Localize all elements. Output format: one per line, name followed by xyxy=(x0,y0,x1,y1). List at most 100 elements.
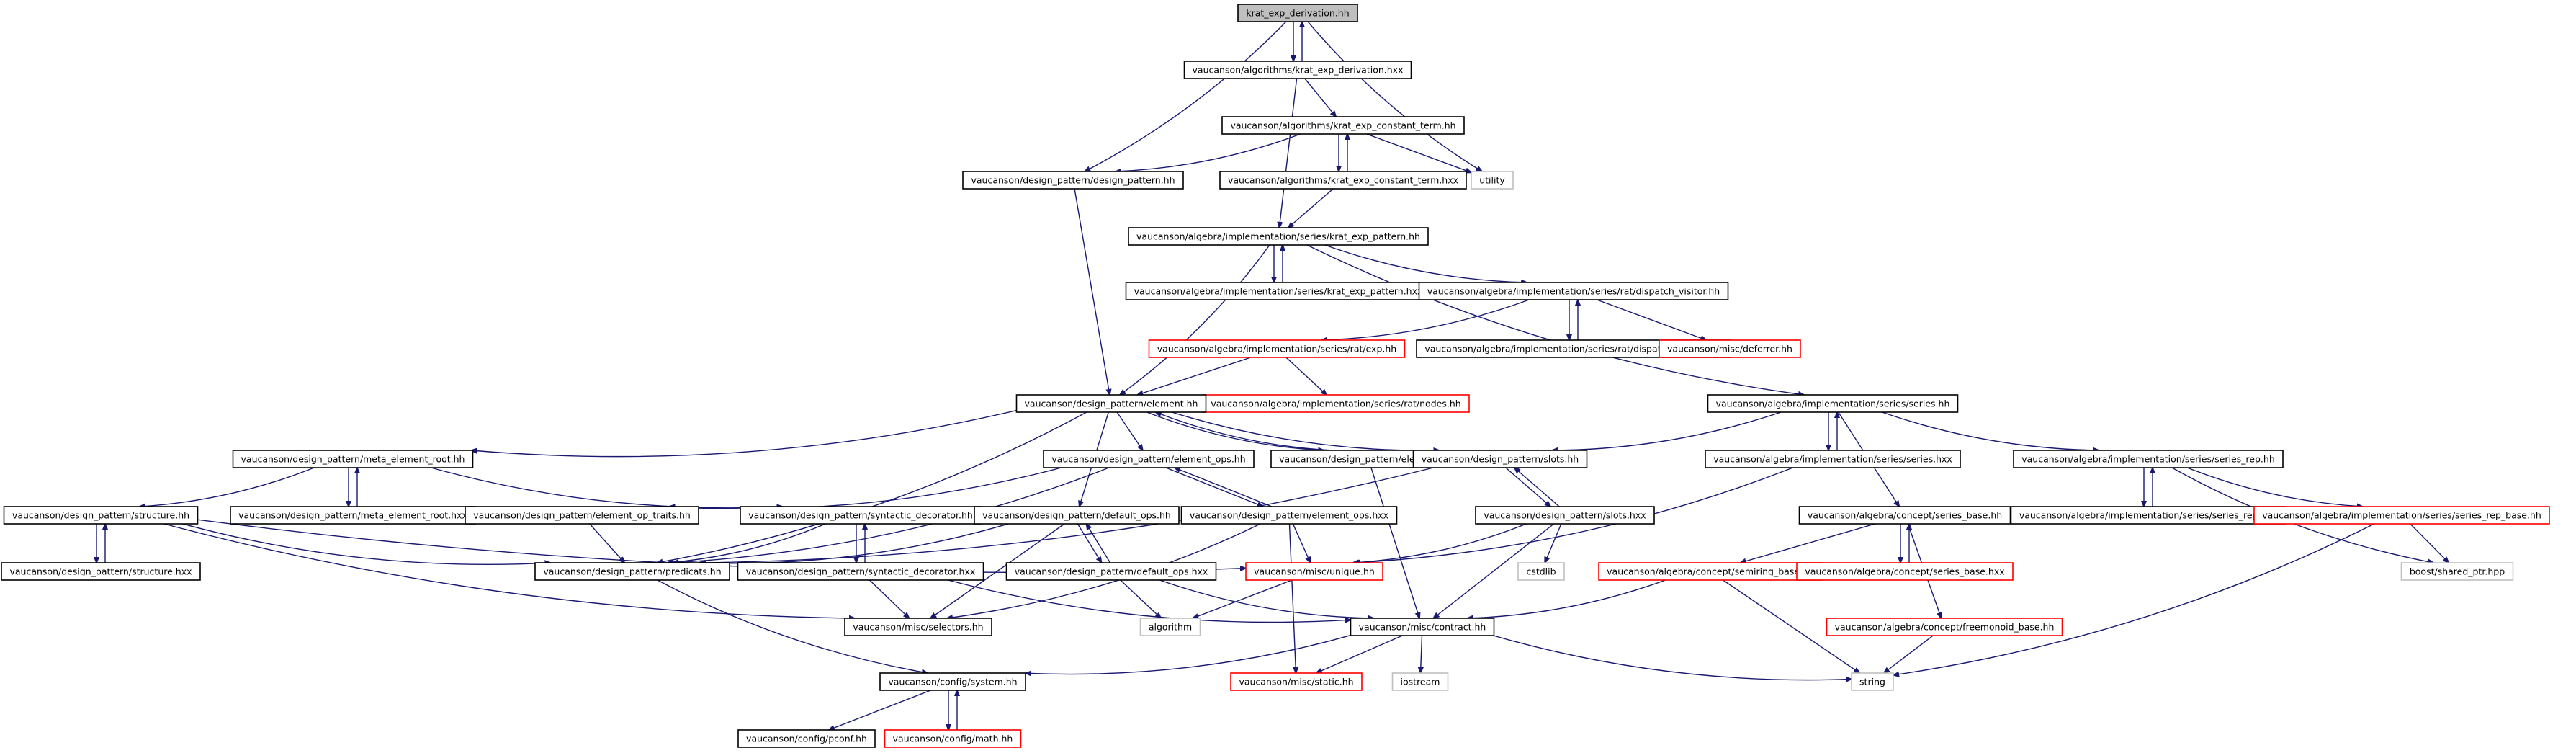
node-box xyxy=(2400,562,2514,581)
include-file-node[interactable]: vaucanson/algebra/implementation/series/… xyxy=(1125,282,1432,300)
include-file-node[interactable]: vaucanson/algebra/implementation/series/… xyxy=(1148,339,1406,358)
edge-arrow xyxy=(1354,467,1793,563)
node-box xyxy=(1705,450,1961,468)
include-file-node[interactable]: vaucanson/design_pattern/default_ops.hxx xyxy=(1005,562,1217,581)
nodes-layer: krat_exp_derivation.hh vaucanson/algorith… xyxy=(1,4,2550,748)
include-file-node[interactable]: vaucanson/config/pconf.hh xyxy=(737,729,876,748)
node-label: krat_exp_derivation.hh xyxy=(1246,8,1349,19)
include-file-node[interactable]: vaucanson/design_pattern/element_ops.hh xyxy=(1043,450,1255,468)
include-file-node[interactable]: vaucanson/algebra/implementation/series/… xyxy=(2253,506,2550,525)
include-file-node[interactable]: vaucanson/design_pattern/meta_element_ro… xyxy=(230,506,476,525)
include-file-node: algorithm xyxy=(1139,618,1201,636)
include-file-node[interactable]: vaucanson/misc/contract.hh xyxy=(1350,618,1495,636)
include-file-node[interactable]: vaucanson/algebra/implementation/series/… xyxy=(1202,394,1470,413)
edge-arrow xyxy=(829,690,931,730)
include-file-node[interactable]: vaucanson/algebra/concept/freemonoid_bas… xyxy=(1826,618,2063,636)
include-file-node[interactable]: vaucanson/design_pattern/structure.hh xyxy=(3,506,199,525)
node-box xyxy=(1237,4,1358,22)
include-file-node[interactable]: vaucanson/algebra/implementation/series/… xyxy=(2013,450,2284,468)
edge-arrow xyxy=(947,523,1261,618)
node-label: vaucanson/design_pattern/meta_element_ro… xyxy=(238,510,467,521)
edge-arrow xyxy=(1137,357,1251,395)
node-box xyxy=(1659,339,1801,358)
include-file-node[interactable]: vaucanson/algebra/implementation/series/… xyxy=(1705,450,1961,468)
node-box xyxy=(844,618,992,636)
node-box xyxy=(1391,672,1449,691)
node-label: vaucanson/algebra/implementation/series/… xyxy=(1427,286,1720,297)
node-label: vaucanson/algebra/concept/series_base.hx… xyxy=(1805,566,2004,577)
node-label: vaucanson/misc/selectors.hh xyxy=(853,622,983,633)
include-file-node[interactable]: vaucanson/design_pattern/syntactic_decor… xyxy=(740,506,982,525)
include-file-node[interactable]: vaucanson/design_pattern/structure.hxx xyxy=(1,562,201,581)
node-box xyxy=(1350,618,1495,636)
node-box xyxy=(1475,506,1655,525)
node-box xyxy=(1471,171,1514,190)
include-file-node[interactable]: vaucanson/design_pattern/design_pattern.… xyxy=(962,171,1184,190)
include-file-node: boost/shared_ptr.hpp xyxy=(2400,562,2514,581)
include-file-node[interactable]: vaucanson/misc/deferrer.hh xyxy=(1659,339,1801,358)
node-box xyxy=(1221,116,1465,135)
node-box xyxy=(232,450,474,468)
node-label: vaucanson/algebra/implementation/series/… xyxy=(1713,454,1952,465)
include-file-node[interactable]: vaucanson/design_pattern/slots.hxx xyxy=(1475,506,1655,525)
include-file-node[interactable]: vaucanson/design_pattern/element_ops.hxx xyxy=(1180,506,1398,525)
include-file-node[interactable]: vaucanson/misc/selectors.hh xyxy=(844,618,992,636)
edge-arrow xyxy=(1175,468,1273,507)
include-file-node[interactable]: vaucanson/algorithms/krat_exp_constant_t… xyxy=(1221,116,1465,135)
include-file-node[interactable]: vaucanson/algebra/implementation/series/… xyxy=(2010,506,2286,525)
edge-arrow xyxy=(1165,467,1263,507)
node-box xyxy=(1128,227,1429,246)
edge-arrow xyxy=(1074,188,1110,395)
include-file-node[interactable]: vaucanson/design_pattern/syntactic_decor… xyxy=(737,562,984,581)
include-file-node[interactable]: vaucanson/algorithms/krat_exp_derivation… xyxy=(1183,61,1412,79)
include-file-node[interactable]: vaucanson/design_pattern/predicats.hh xyxy=(534,562,730,581)
node-label: utility xyxy=(1479,175,1505,186)
edge-arrow xyxy=(1514,468,1560,507)
include-file-node[interactable]: vaucanson/design_pattern/element_op_trai… xyxy=(465,506,699,525)
node-box xyxy=(1851,672,1894,691)
include-file-node[interactable]: vaucanson/design_pattern/default_ops.hh xyxy=(974,506,1180,525)
include-file-node[interactable]: vaucanson/config/system.hh xyxy=(879,672,1026,691)
edge-arrow xyxy=(1884,635,1934,673)
include-file-node[interactable]: vaucanson/design_pattern/meta_element_ro… xyxy=(232,450,474,468)
edge-arrow xyxy=(1288,188,1334,228)
edge-arrow xyxy=(1307,21,1482,171)
include-file-node[interactable]: vaucanson/design_pattern/element.hh xyxy=(1015,394,1207,413)
node-label: vaucanson/misc/unique.hh xyxy=(1254,566,1375,577)
include-file-node[interactable]: vaucanson/misc/static.hh xyxy=(1230,672,1363,691)
node-label: vaucanson/config/math.hh xyxy=(893,734,1013,744)
edge-arrow xyxy=(1723,579,1860,673)
include-file-node[interactable]: vaucanson/algebra/implementation/series/… xyxy=(1128,227,1429,246)
edge-arrow xyxy=(948,579,1351,622)
node-label: vaucanson/misc/contract.hh xyxy=(1359,622,1486,633)
node-box xyxy=(962,171,1184,190)
node-label: vaucanson/design_pattern/element.hh xyxy=(1025,398,1198,409)
node-box xyxy=(737,729,876,748)
include-file-node[interactable]: vaucanson/algorithms/krat_exp_constant_t… xyxy=(1219,171,1467,190)
node-box xyxy=(740,506,982,525)
include-file-node[interactable]: vaucanson/algebra/implementation/series/… xyxy=(1418,282,1729,300)
node-label: vaucanson/algorithms/krat_exp_constant_t… xyxy=(1228,175,1458,186)
include-file-node[interactable]: vaucanson/algebra/concept/series_base.hh xyxy=(1798,506,2011,525)
include-file-node[interactable]: vaucanson/algebra/concept/series_base.hx… xyxy=(1796,562,2014,581)
edge-arrow xyxy=(2410,523,2449,563)
edge-arrow xyxy=(1146,411,1324,450)
node-label: vaucanson/design_pattern/design_pattern.… xyxy=(971,175,1175,186)
node-label: string xyxy=(1859,677,1885,687)
edge-arrow xyxy=(1893,523,2375,675)
node-label: vaucanson/algebra/implementation/series/… xyxy=(1134,286,1423,297)
edge-arrow xyxy=(1467,579,1666,618)
include-file-node[interactable]: vaucanson/misc/unique.hh xyxy=(1245,562,1383,581)
include-file-node[interactable]: vaucanson/algebra/implementation/series/… xyxy=(1707,394,1959,413)
edge-arrow xyxy=(1597,299,1707,340)
include-file-node[interactable]: vaucanson/design_pattern/slots.hh xyxy=(1412,450,1588,468)
node-label: vaucanson/algebra/concept/semiring_base.… xyxy=(1607,566,1814,577)
node-box xyxy=(2013,450,2284,468)
node-label: vaucanson/algebra/implementation/series/… xyxy=(1424,344,1722,355)
node-box xyxy=(1043,450,1255,468)
include-file-node[interactable]: vaucanson/algebra/concept/semiring_base.… xyxy=(1598,562,1823,581)
node-box xyxy=(1219,171,1467,190)
node-label: vaucanson/config/pconf.hh xyxy=(746,734,867,744)
include-file-node[interactable]: vaucanson/config/math.hh xyxy=(884,729,1022,748)
